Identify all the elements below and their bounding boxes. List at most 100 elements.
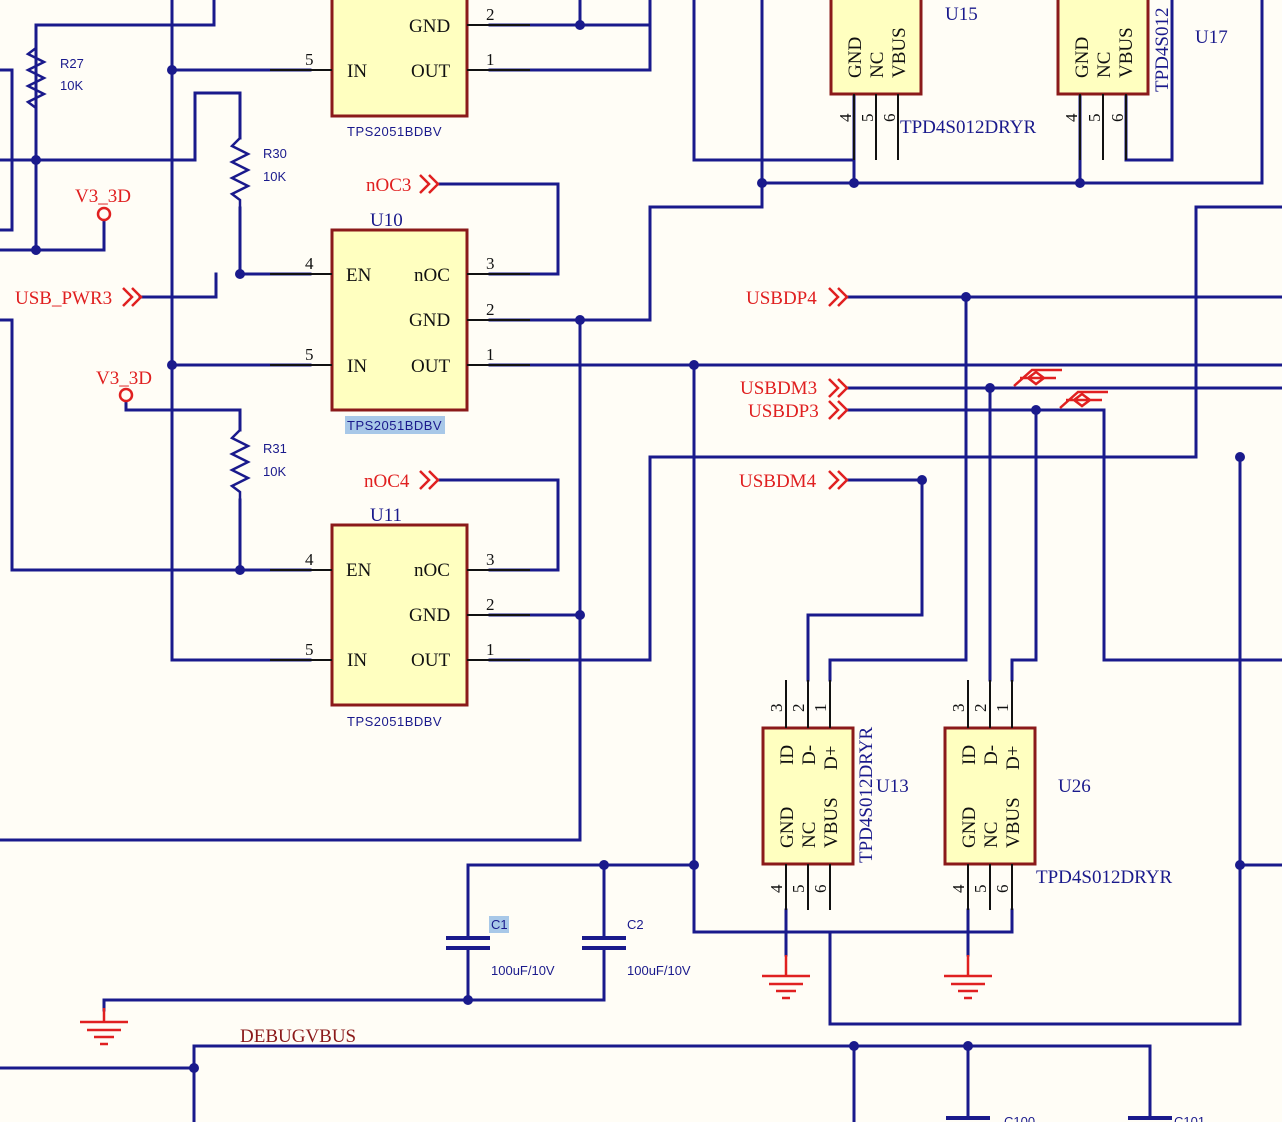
u26-pin-num-5: 5 xyxy=(971,885,990,894)
u11-ref: U11 xyxy=(370,505,402,526)
capacitor-c100[interactable]: C100 xyxy=(946,1114,1035,1122)
debugvbus-label: DEBUGVBUS xyxy=(240,1026,356,1047)
port-usbdm3[interactable]: USBDM3 xyxy=(740,378,849,399)
r27-ref: R27 xyxy=(60,56,84,71)
u26-part-number: TPD4S012DRYR xyxy=(1036,867,1173,888)
c2-ref: C2 xyxy=(627,917,644,932)
resistor-r31[interactable]: R31 10K xyxy=(229,429,287,500)
u15-pin-num-4: 4 xyxy=(836,113,855,122)
u13-pin-num-5: 5 xyxy=(789,885,808,894)
u10-pin-num-5: 5 xyxy=(305,345,314,364)
port-usbdp4[interactable]: USBDP4 xyxy=(746,287,849,309)
u26-id-pin: ID xyxy=(959,745,980,765)
switch-u10[interactable]: U10 EN nOC GND IN OUT 4 3 2 5 1 TPS2051B… xyxy=(270,210,530,434)
u26-dplus-pin: D+ xyxy=(1003,746,1024,770)
c101-ref: C101 xyxy=(1174,1114,1205,1122)
port-noc3[interactable]: nOC3 xyxy=(366,174,440,196)
u26-nc-pin: NC xyxy=(981,822,1002,848)
usbdp3-label: USBDP3 xyxy=(748,401,819,422)
u10-part-number: TPS2051BDBV xyxy=(347,418,442,433)
u10-ref: U10 xyxy=(370,210,403,231)
r31-ref: R31 xyxy=(263,441,287,456)
u13-pin-num-4: 4 xyxy=(767,884,786,893)
u11-pin-num-5: 5 xyxy=(305,640,314,659)
ground-symbol-2 xyxy=(762,955,810,1000)
u15-nc-pin: NC xyxy=(867,52,888,78)
v3-3d-label-a: V3_3D xyxy=(75,186,131,207)
top-pin-num-5: 5 xyxy=(305,50,314,69)
r30-ref: R30 xyxy=(263,146,287,161)
u11-noc-pin: nOC xyxy=(414,560,450,581)
u15-vbus-pin: VBUS xyxy=(889,27,910,78)
capacitor-c2[interactable]: C2 100uF/10V xyxy=(582,917,691,978)
u17-gnd-pin: GND xyxy=(1072,37,1093,78)
u11-gnd-pin: GND xyxy=(409,605,450,626)
top-pin-num-1: 1 xyxy=(486,50,495,69)
u13-pin-num-1: 1 xyxy=(811,704,830,713)
usb-pwr3-label: USB_PWR3 xyxy=(15,288,112,309)
port-noc4[interactable]: nOC4 xyxy=(364,470,440,492)
port-usbdm4[interactable]: USBDM4 xyxy=(739,470,849,492)
resistor-r30[interactable]: R30 10K xyxy=(229,130,287,208)
u10-out-pin: OUT xyxy=(411,356,450,377)
u17-part-number: TPD4S012 xyxy=(1152,8,1173,92)
u10-pin-num-2: 2 xyxy=(486,300,495,319)
u26-pin-num-2: 2 xyxy=(971,704,990,713)
esd-u26[interactable]: 3 2 1 ID D- D+ GND NC VBUS 4 5 6 U26 TPD… xyxy=(943,680,1173,910)
u11-en-pin: EN xyxy=(346,560,372,581)
esd-u15[interactable]: GND NC VBUS 4 5 6 U15 TPD4S012DRYR xyxy=(829,0,1037,160)
u26-gnd-pin: GND xyxy=(959,807,980,848)
u17-pin-num-5: 5 xyxy=(1085,114,1104,123)
diff-pair-marker-1 xyxy=(1013,368,1062,387)
ground-symbol-1 xyxy=(80,1008,128,1046)
u26-pin-num-6: 6 xyxy=(993,885,1012,894)
u26-vbus-pin: VBUS xyxy=(1003,797,1024,848)
u13-gnd-pin: GND xyxy=(777,807,798,848)
capacitor-c1[interactable]: C1 100uF/10V xyxy=(446,916,555,978)
esd-u13[interactable]: 3 2 1 ID D- D+ GND NC VBUS 4 5 6 TPD4S01… xyxy=(761,680,909,910)
net-v3-3d-a[interactable]: V3_3D xyxy=(75,186,131,222)
port-usb-pwr3[interactable]: USB_PWR3 xyxy=(15,287,143,309)
u13-pin-num-3: 3 xyxy=(767,704,786,713)
noc4-label: nOC4 xyxy=(364,471,410,492)
resistor-r27[interactable]: R27 10K xyxy=(25,25,84,130)
esd-u17[interactable]: GND NC VBUS 4 5 6 TPD4S012 U17 xyxy=(1056,0,1228,160)
u13-dminus-pin: D- xyxy=(799,745,820,765)
net-v3-3d-b[interactable]: V3_3D xyxy=(96,368,152,403)
u11-pin-num-3: 3 xyxy=(486,550,495,569)
u15-ref: U15 xyxy=(945,4,978,25)
u11-part-number: TPS2051BDBV xyxy=(347,714,442,729)
u13-ref: U13 xyxy=(876,776,909,797)
junction-dots xyxy=(31,20,1245,1073)
u17-pin-num-6: 6 xyxy=(1108,114,1127,123)
port-usbdp3[interactable]: USBDP3 xyxy=(748,400,849,422)
capacitor-c101[interactable]: C101 xyxy=(1128,1114,1205,1122)
u13-pin-num-2: 2 xyxy=(789,704,808,713)
u13-vbus-pin: VBUS xyxy=(821,797,842,848)
u13-nc-pin: NC xyxy=(799,822,820,848)
c1-value: 100uF/10V xyxy=(491,963,555,978)
u13-id-pin: ID xyxy=(777,745,798,765)
top-part-number: TPS2051BDBV xyxy=(347,124,442,139)
noc3-label: nOC3 xyxy=(366,175,411,196)
c100-ref: C100 xyxy=(1004,1114,1035,1122)
u10-gnd-pin: GND xyxy=(409,310,450,331)
u13-part-number: TPD4S012DRYR xyxy=(856,726,877,863)
switch-u11[interactable]: U11 EN nOC GND IN OUT 4 3 2 5 1 TPS2051B… xyxy=(270,505,530,729)
u13-dplus-pin: D+ xyxy=(821,746,842,770)
u13-pin-num-6: 6 xyxy=(811,885,830,894)
r30-value: 10K xyxy=(263,169,286,184)
usbdp4-label: USBDP4 xyxy=(746,288,817,309)
r27-value: 10K xyxy=(60,78,83,93)
u17-nc-pin: NC xyxy=(1094,52,1115,78)
u15-pin-num-5: 5 xyxy=(858,114,877,123)
switch-top[interactable]: GND IN OUT 2 5 1 TPS2051BDBV xyxy=(270,0,530,139)
top-out-pin: OUT xyxy=(411,61,450,82)
v3-3d-label-b: V3_3D xyxy=(96,368,152,389)
u11-in-pin: IN xyxy=(347,650,367,671)
top-in-pin: IN xyxy=(347,61,367,82)
usbdm3-label: USBDM3 xyxy=(740,378,817,399)
